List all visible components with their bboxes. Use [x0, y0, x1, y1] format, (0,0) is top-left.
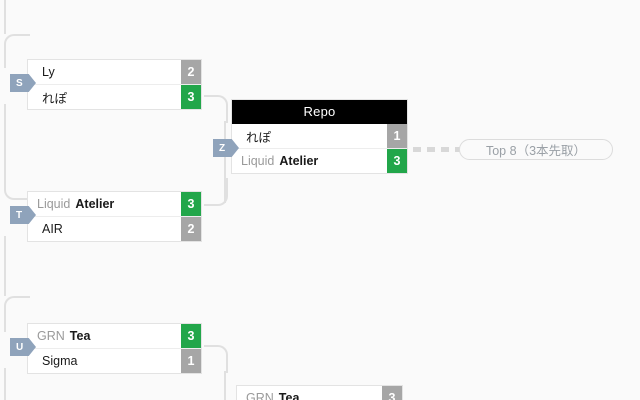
player-name: Tea — [69, 329, 91, 343]
score-badge: 2 — [181, 217, 201, 241]
score-badge: 3 — [387, 149, 407, 173]
match-block-partial[interactable]: GRN Tea 3 — [236, 385, 403, 400]
player-name: Atelier — [279, 154, 319, 168]
connector-elbow — [4, 164, 30, 200]
player-name: Tea — [278, 391, 300, 400]
match-block-featured[interactable]: Repo れぽ 1 Liquid Atelier 3 — [231, 99, 408, 174]
round-badge-s[interactable]: S — [10, 74, 36, 92]
slot-name: Ly — [28, 60, 181, 84]
match-block[interactable]: GRN Tea 3 Sigma 1 — [27, 323, 202, 374]
player-name: れぽ — [42, 91, 68, 106]
round-badge-t[interactable]: T — [10, 206, 36, 224]
match-slot[interactable]: GRN Tea 3 — [28, 324, 201, 348]
connector-elbow — [204, 345, 228, 373]
connector-line — [224, 121, 226, 203]
dashed-connector — [413, 147, 463, 152]
round-badge-u[interactable]: U — [10, 338, 36, 356]
score-badge: 3 — [181, 324, 201, 348]
slot-name: GRN Tea — [28, 324, 181, 348]
slot-name: AIR — [28, 217, 181, 241]
match-slot[interactable]: GRN Tea 3 — [237, 386, 402, 400]
connector-line — [4, 368, 6, 400]
match-slot[interactable]: れぽ 3 — [28, 84, 201, 109]
score-badge: 2 — [181, 60, 201, 84]
match-slot[interactable]: Sigma 1 — [28, 348, 201, 373]
score-badge: 1 — [387, 124, 407, 148]
slot-name: Liquid Atelier — [232, 149, 387, 173]
match-header-title: Repo — [232, 100, 407, 124]
match-block[interactable]: Liquid Atelier 3 AIR 2 — [27, 191, 202, 242]
slot-name: Sigma — [28, 349, 181, 373]
score-badge: 3 — [181, 192, 201, 216]
team-tag: GRN — [246, 391, 274, 400]
score-badge: 3 — [382, 386, 402, 400]
connector-elbow — [204, 95, 228, 123]
connector-line — [224, 371, 226, 400]
player-name: れぽ — [246, 130, 272, 145]
connector-line — [4, 104, 6, 164]
team-tag: Liquid — [241, 154, 275, 168]
match-slot[interactable]: Liquid Atelier 3 — [232, 148, 407, 173]
connector-line — [4, 236, 6, 296]
match-slot[interactable]: Ly 2 — [28, 60, 201, 84]
score-badge: 1 — [181, 349, 201, 373]
match-slot[interactable]: れぽ 1 — [232, 124, 407, 148]
slot-name: GRN Tea — [237, 386, 382, 400]
match-slot[interactable]: AIR 2 — [28, 216, 201, 241]
match-slot[interactable]: Liquid Atelier 3 — [28, 192, 201, 216]
slot-name: れぽ — [232, 124, 387, 148]
connector-elbow — [4, 296, 30, 332]
round-badge-z[interactable]: Z — [213, 139, 239, 157]
player-name: Ly — [42, 65, 55, 79]
player-name: Atelier — [75, 197, 115, 211]
score-badge: 3 — [181, 85, 201, 109]
connector-elbow — [204, 178, 228, 206]
slot-name: Liquid Atelier — [28, 192, 181, 216]
team-tag: Liquid — [37, 197, 71, 211]
match-block[interactable]: Ly 2 れぽ 3 — [27, 59, 202, 110]
connector-elbow — [4, 34, 30, 68]
stage-label-pill[interactable]: Top 8（3本先取） — [459, 139, 613, 160]
player-name: Sigma — [42, 354, 78, 368]
team-tag: GRN — [37, 329, 65, 343]
player-name: AIR — [42, 222, 63, 236]
connector-line — [4, 0, 6, 34]
slot-name: れぽ — [28, 85, 181, 109]
